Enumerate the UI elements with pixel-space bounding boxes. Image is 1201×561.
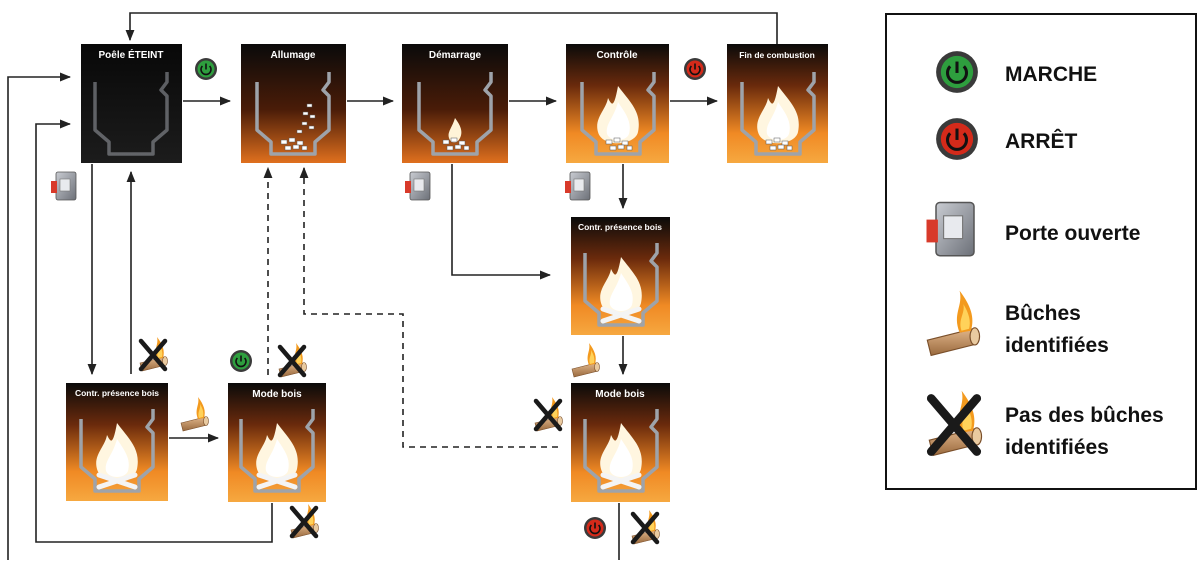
- legend-item-nologs: Pas des bûches identifiées: [929, 389, 1164, 459]
- state-ignition: Allumage: [241, 44, 346, 163]
- no-logs-icon: [632, 509, 660, 545]
- dashed-woodmode-right-to-ignition: [299, 166, 558, 448]
- legend-label-on: MARCHE: [1005, 63, 1097, 86]
- no-logs-icon: [291, 503, 319, 539]
- door-open-icon: [564, 171, 591, 201]
- state-wood-mode-left: Mode bois: [228, 383, 326, 502]
- arrow-outer-to-off: [7, 72, 72, 560]
- legend-label-door: Porte ouverte: [1005, 222, 1140, 245]
- legend-label-logs-2: identifiées: [1005, 334, 1109, 357]
- state-title: Contrôle: [596, 50, 638, 61]
- legend-label-nologs-1: Pas des bûches: [1005, 404, 1164, 427]
- state-title: Fin de combustion: [739, 50, 815, 60]
- no-logs-icon: [279, 342, 307, 378]
- state-control: Contrôle: [566, 44, 669, 163]
- state-startup: Démarrage: [402, 44, 508, 163]
- state-title: Allumage: [270, 50, 315, 61]
- state-title: Poêle ÉTEINT: [98, 48, 163, 61]
- no-logs-icon: [535, 396, 563, 432]
- state-title: Mode bois: [595, 389, 645, 400]
- door-open-icon: [50, 171, 77, 201]
- legend-item-logs: Bûches identifiées: [926, 289, 1109, 357]
- legend: MARCHE ARRÊT Porte ouverte Bûches identi…: [885, 13, 1197, 490]
- state-title: Contr. présence bois: [75, 388, 159, 398]
- arrow-woodmode-to-off: [35, 119, 273, 543]
- legend-label-logs-1: Bûches: [1005, 302, 1081, 325]
- logs-identified-icon: [571, 342, 600, 378]
- power-on-icon: [229, 349, 253, 373]
- state-title: Mode bois: [252, 389, 302, 400]
- state-wood-mode-right: Mode bois: [571, 383, 670, 502]
- arrow-startup-to-woodcheck: [451, 164, 552, 280]
- no-logs-icon: [140, 336, 168, 372]
- arrow-end-to-off: [125, 12, 778, 46]
- door-open-icon: [404, 171, 431, 201]
- state-title: Démarrage: [429, 50, 482, 61]
- legend-item-on: MARCHE: [934, 49, 1097, 95]
- legend-item-door: Porte ouverte: [925, 201, 1140, 257]
- legend-label-nologs-2: identifiées: [1005, 436, 1109, 459]
- power-on-icon: [194, 57, 218, 81]
- state-stove-off: Poêle ÉTEINT: [81, 44, 182, 163]
- state-end-of-combustion: Fin de combustion: [727, 44, 828, 163]
- state-title: Contr. présence bois: [578, 222, 662, 232]
- connectors: [7, 12, 778, 560]
- legend-item-off: ARRÊT: [934, 116, 1078, 162]
- power-off-icon: [583, 516, 607, 540]
- logs-identified-icon: [180, 396, 209, 432]
- state-wood-check-left: Contr. présence bois: [66, 383, 168, 501]
- power-off-icon: [934, 116, 980, 162]
- state-wood-check-right: Contr. présence bois: [571, 217, 670, 335]
- legend-label-off: ARRÊT: [1005, 129, 1078, 153]
- power-off-icon: [683, 57, 707, 81]
- power-on-icon: [934, 49, 980, 95]
